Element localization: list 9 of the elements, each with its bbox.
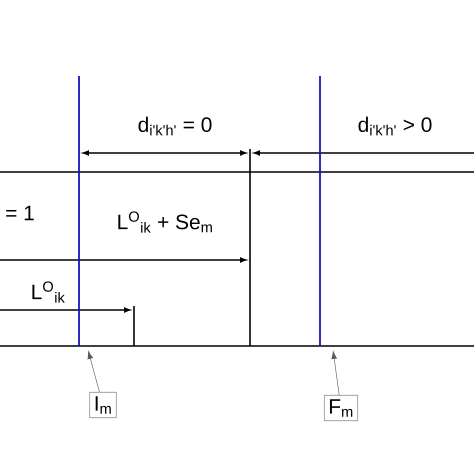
leader-line	[331, 351, 340, 396]
dimension-label: L$^{O}$ik	[32, 281, 65, 303]
leader-line	[88, 351, 100, 392]
label-box: I$_{m}$	[89, 392, 117, 418]
dimension-label: d$_{i'k'h'}$ = 0	[138, 116, 212, 136]
dimension-label: L$^{O}$$_{ik}$ + Se$_{m}$	[118, 211, 212, 233]
label-box: F$_{m}$	[324, 394, 358, 422]
dimension-label: = 1	[6, 206, 34, 220]
dimension-label: d$_{i'k'h'}$ > 0	[358, 116, 432, 136]
